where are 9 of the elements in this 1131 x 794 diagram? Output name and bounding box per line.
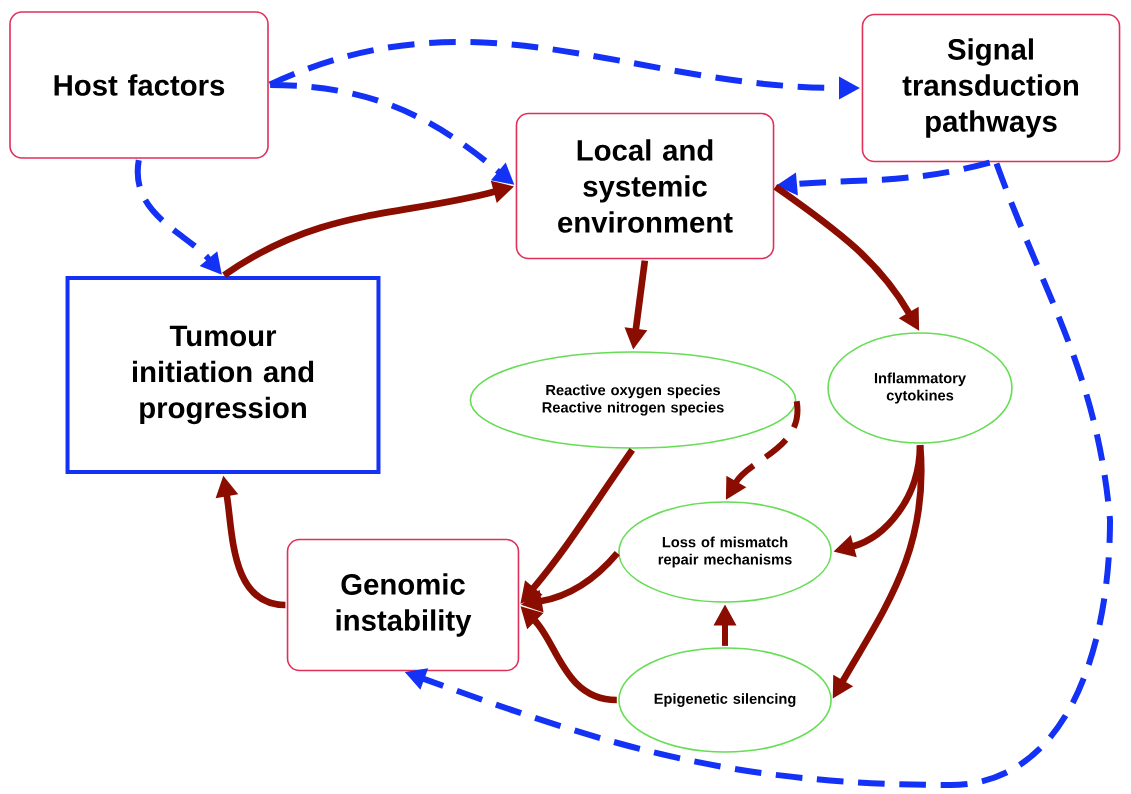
ellipse-node: Loss of mismatch repair mechanisms bbox=[618, 501, 832, 603]
rounded-box: Host factors bbox=[9, 11, 269, 159]
rounded-box: Signal transduction pathways bbox=[861, 13, 1121, 163]
rounded-box: Local and systemic environment bbox=[515, 112, 775, 260]
rounded-box: Genomic instability bbox=[286, 538, 520, 672]
process-box: Tumour initiation and progression bbox=[65, 276, 381, 474]
ellipse-node: Reactive oxygen species Reactive nitrogen species bbox=[469, 351, 797, 449]
ellipse-node: Epigenetic silencing bbox=[618, 647, 832, 753]
ellipse-node: Inflammatory cytokines bbox=[827, 332, 1013, 444]
